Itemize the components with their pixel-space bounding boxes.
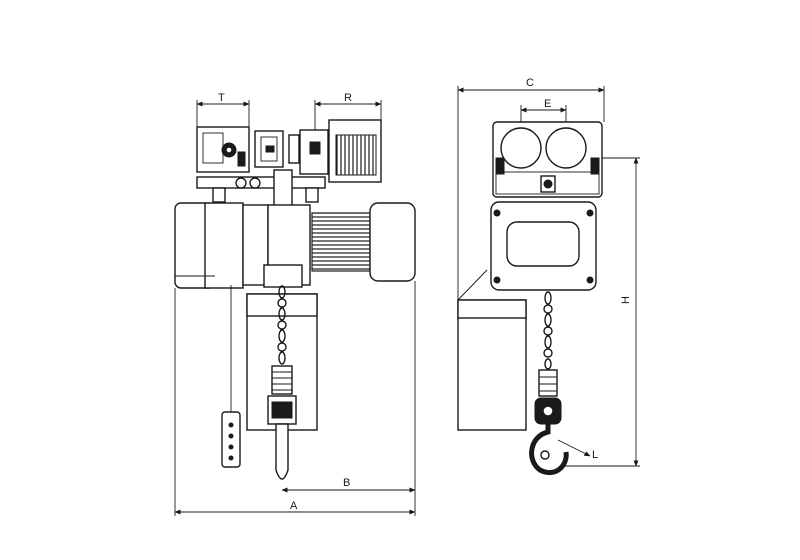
label-t: T [218,92,225,104]
trolley-gear-box [196,126,250,173]
trolley-coupling [254,130,300,168]
label-l: L [592,449,598,461]
dimension-c: C [457,77,605,300]
label-c: C [526,77,534,89]
pendant-control [221,285,241,468]
chain-container-top [246,293,318,317]
dimension-b: B [281,477,416,493]
hook-front [529,369,569,476]
trolley-front [492,121,603,198]
hoist-front-body [490,201,597,291]
front-view: C E [457,77,640,476]
chain-container-front-top [457,299,527,319]
hook-block-side [267,365,297,480]
dimension-l: L [557,439,598,461]
load-chain [277,285,287,365]
load-chain-front [543,291,553,370]
label-e: E [544,98,551,110]
label-a: A [290,500,298,512]
dimension-a: A [174,281,416,516]
label-r: R [344,92,352,104]
hoist-body [174,202,416,289]
dimension-t: T [196,92,250,127]
dimension-h: H [560,157,640,467]
label-h: H [620,296,632,304]
chain-container-front [457,299,527,431]
trolley-motor [299,119,382,183]
label-b: B [343,477,350,489]
dimension-e: E [520,98,567,124]
side-view: T R B A [174,92,416,516]
dimension-r: R [314,92,382,130]
